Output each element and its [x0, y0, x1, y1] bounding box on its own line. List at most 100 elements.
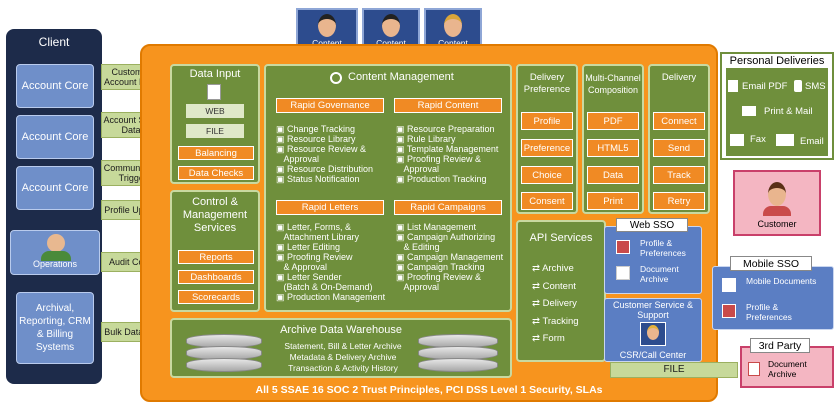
customer-label: Customer — [757, 219, 797, 229]
email-pdf-label[interactable]: Email PDF — [742, 81, 788, 92]
archival-systems-box[interactable]: Archival, Reporting, CRM & Billing Syste… — [16, 292, 94, 364]
list-item: Letter Editing — [287, 242, 341, 252]
content-list: ▣ Resource Preparation ▣ Rule Library ▣ … — [396, 124, 499, 184]
data-input-title: Data Input — [189, 68, 241, 80]
list-item: Campaign Authorizing — [407, 232, 496, 242]
profile-card-icon — [616, 240, 630, 254]
personal-deliveries-title: Personal Deliveries — [729, 55, 825, 67]
data-button[interactable]: Data — [587, 166, 639, 184]
account-core-box-3[interactable]: Account Core — [16, 166, 94, 210]
customer-service-title: Customer Service & Support — [612, 300, 694, 320]
connect-button[interactable]: Connect — [653, 112, 705, 130]
multichannel-title: Multi-Channel Composition — [585, 73, 641, 95]
list-item: Resource Distribution — [287, 164, 374, 174]
account-core-box-2[interactable]: Account Core — [16, 115, 94, 159]
file-arrow: FILE — [610, 362, 738, 378]
list-item: & Approval — [283, 262, 328, 272]
csr-call-center-label: CSR/Call Center — [619, 350, 687, 360]
rapid-campaigns-button[interactable]: Rapid Campaigns — [394, 200, 502, 215]
archive-warehouse-title: Archive Data Warehouse — [280, 324, 402, 336]
web-sso-profile[interactable]: Profile & Preferences — [640, 238, 686, 258]
web-sso-archive[interactable]: Document Archive — [640, 264, 679, 284]
list-item: Proofing Review & — [407, 154, 482, 164]
scorecards-button[interactable]: Scorecards — [178, 290, 254, 304]
print-button[interactable]: Print — [587, 192, 639, 210]
list-item: Resource Review & — [287, 144, 367, 154]
api-item[interactable]: Form — [542, 333, 565, 344]
preference-button[interactable]: Preference — [521, 139, 573, 157]
api-item[interactable]: Archive — [542, 263, 574, 274]
api-item[interactable]: Delivery — [542, 298, 577, 309]
api-item[interactable]: Content — [542, 280, 576, 292]
list-item: Letter, Forms, & — [287, 222, 352, 232]
list-item: Proofing Review — [287, 252, 353, 262]
list-item: Approval — [283, 154, 320, 164]
balancing-button[interactable]: Balancing — [178, 146, 254, 160]
list-item: Approval — [403, 164, 440, 174]
letters-list: ▣ Letter, Forms, & Attachment Library ▣ … — [276, 222, 386, 302]
list-item: Status Notification — [287, 174, 360, 184]
rapid-letters-button[interactable]: Rapid Letters — [276, 200, 384, 215]
mobile-sso-panel — [712, 266, 834, 330]
list-item: Campaign Management — [407, 252, 504, 262]
mobile-documents-label[interactable]: Mobile Documents — [746, 276, 817, 286]
content-management-title: Content Management — [348, 71, 454, 83]
print-mail-icon — [742, 106, 756, 116]
customer-body — [763, 206, 791, 216]
delivery-preference-title: Delivery Preference — [523, 72, 571, 95]
profile-button[interactable]: Profile — [521, 112, 573, 130]
rapid-content-button[interactable]: Rapid Content — [394, 98, 502, 113]
api-arrow-icon: ⇄ — [532, 333, 540, 344]
api-services-title: API Services — [529, 232, 593, 244]
consent-button[interactable]: Consent — [521, 192, 573, 210]
print-mail-label[interactable]: Print & Mail — [764, 106, 813, 117]
list-item: & Editing — [403, 242, 440, 252]
list-item: (Batch & On-Demand) — [283, 282, 373, 292]
html5-button[interactable]: HTML5 — [587, 139, 639, 157]
api-arrow-icon: ⇄ — [532, 280, 540, 292]
list-item: Resource Library — [287, 134, 356, 144]
archive-doc-icon — [616, 266, 630, 280]
archive-line: Statement, Bill & Letter Archive — [284, 341, 402, 351]
api-services-panel — [516, 220, 606, 362]
email-label[interactable]: Email — [800, 136, 824, 147]
list-item: Rule Library — [407, 134, 456, 144]
database-disk-icon — [186, 358, 262, 372]
track-button[interactable]: Track — [653, 166, 705, 184]
web-input-arrow: WEB — [186, 104, 244, 118]
pdf-button[interactable]: PDF — [587, 112, 639, 130]
customer-avatar-icon — [768, 182, 786, 206]
sms-phone-icon — [794, 80, 802, 92]
governance-list: ▣ Change Tracking ▣ Resource Library ▣ R… — [276, 124, 374, 184]
delivery-title: Delivery — [661, 72, 697, 83]
account-core-box-1[interactable]: Account Core — [16, 64, 94, 108]
send-button[interactable]: Send — [653, 139, 705, 157]
file-input-arrow: FILE — [186, 124, 244, 138]
choice-button[interactable]: Choice — [521, 166, 573, 184]
third-party-title: 3rd Party — [750, 338, 810, 353]
customer-box[interactable]: Customer — [733, 170, 821, 236]
rapid-governance-button[interactable]: Rapid Governance — [276, 98, 384, 113]
web-sso-panel — [604, 226, 702, 294]
list-item: List Management — [407, 222, 477, 232]
list-item: Change Tracking — [287, 124, 356, 134]
dashboards-button[interactable]: Dashboards — [178, 270, 254, 284]
campaigns-list: ▣ List Management ▣ Campaign Authorizing… — [396, 222, 504, 292]
reports-button[interactable]: Reports — [178, 250, 254, 264]
operations-box[interactable]: Operations — [10, 230, 100, 275]
viewer-avatar-icon — [382, 14, 400, 37]
fax-label[interactable]: Fax — [750, 134, 766, 145]
retry-button[interactable]: Retry — [653, 192, 705, 210]
list-item: Letter Sender — [287, 272, 342, 282]
third-party-archive-label[interactable]: Document Archive — [768, 359, 807, 379]
fax-icon — [730, 134, 744, 146]
auditor-avatar-icon — [444, 14, 462, 37]
operations-person-icon — [47, 234, 65, 252]
web-sso-title: Web SSO — [616, 218, 688, 232]
api-item[interactable]: Tracking — [542, 315, 579, 327]
sms-label[interactable]: SMS — [805, 81, 826, 92]
mobile-profile-label[interactable]: Profile & Preferences — [746, 302, 792, 322]
data-checks-button[interactable]: Data Checks — [178, 166, 254, 180]
email-envelope-icon — [776, 134, 794, 146]
control-management-title: Control & Management Services — [182, 196, 248, 234]
